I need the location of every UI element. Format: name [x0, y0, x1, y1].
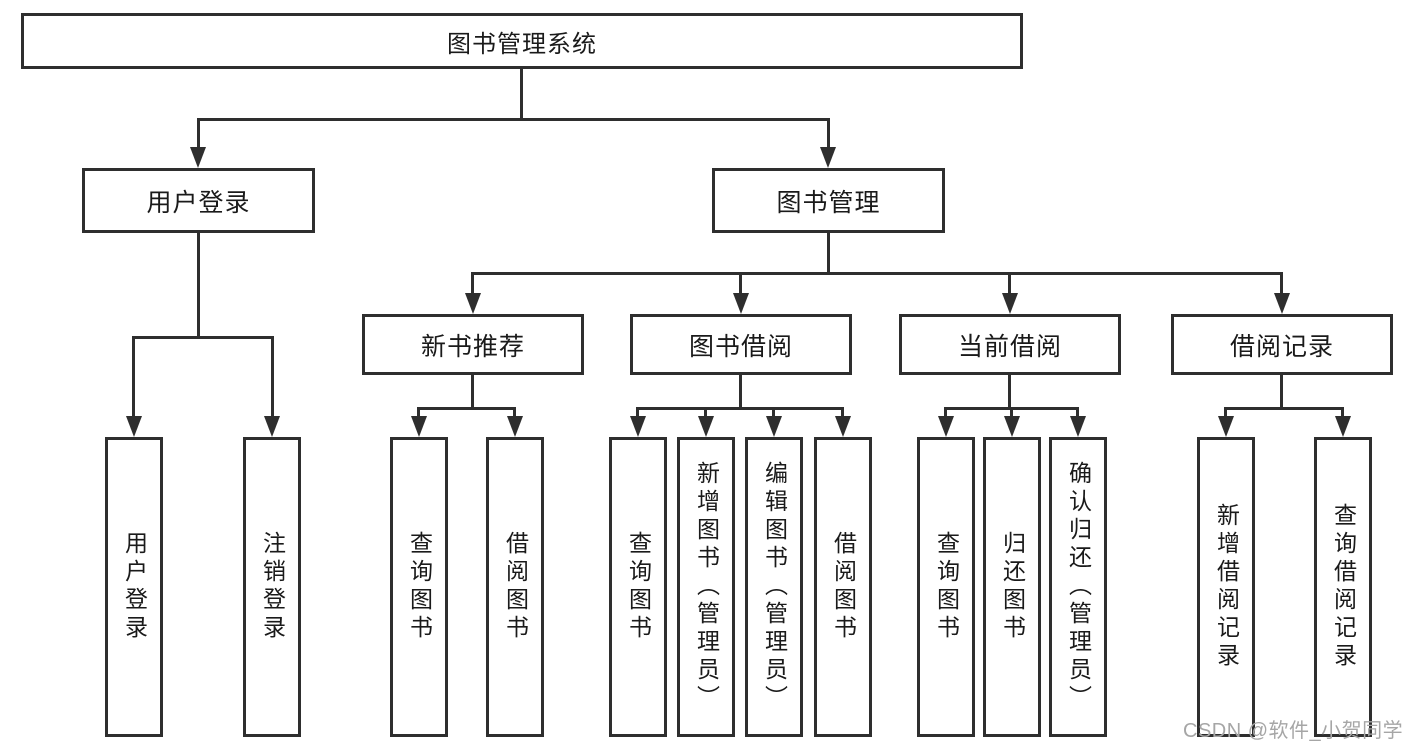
- node-book-borrow-label: 图书借阅: [688, 332, 793, 361]
- connector-line: [1280, 275, 1283, 296]
- connector-line: [944, 407, 1079, 410]
- arrowhead-icon: [264, 416, 280, 437]
- connector-line: [739, 275, 742, 296]
- leaf-borrow-add-admin: 新增图书（管理员）: [677, 437, 735, 737]
- leaf-logout: 注销登录: [243, 437, 301, 737]
- arrowhead-icon: [465, 293, 481, 314]
- leaf-borrow-edit-admin: 编辑图书（管理员）: [745, 437, 803, 737]
- connector-line: [520, 69, 523, 120]
- node-book-mgmt: 图书管理: [712, 168, 945, 233]
- node-user-login-label: 用户登录: [146, 188, 251, 217]
- node-user-login: 用户登录: [82, 168, 315, 233]
- connector-line: [417, 407, 516, 410]
- connector-line: [636, 410, 639, 419]
- connector-line: [827, 233, 830, 274]
- leaf-newbook-borrow-label: 借阅图书: [502, 531, 529, 643]
- connector-line: [1224, 407, 1344, 410]
- connector-line: [841, 410, 844, 419]
- arrowhead-icon: [938, 416, 954, 437]
- arrowhead-icon: [1070, 416, 1086, 437]
- connector-line: [197, 121, 200, 150]
- leaf-newbook-query-label: 查询图书: [406, 531, 433, 643]
- leaf-current-query: 查询图书: [917, 437, 975, 737]
- connector-line: [636, 407, 844, 410]
- node-book-borrow: 图书借阅: [630, 314, 852, 375]
- arrowhead-icon: [698, 416, 714, 437]
- leaf-logout-label: 注销登录: [259, 531, 286, 643]
- node-root: 图书管理系统: [21, 13, 1023, 69]
- leaf-user-login-label: 用户登录: [121, 531, 148, 643]
- leaf-borrow-query: 查询图书: [609, 437, 667, 737]
- leaf-current-return: 归还图书: [983, 437, 1041, 737]
- arrowhead-icon: [1218, 416, 1234, 437]
- arrowhead-icon: [1335, 416, 1351, 437]
- connector-line: [944, 410, 947, 419]
- node-book-mgmt-label: 图书管理: [776, 188, 881, 217]
- node-current-borrow-label: 当前借阅: [957, 332, 1062, 361]
- connector-line: [1076, 410, 1079, 419]
- connector-line: [471, 275, 474, 296]
- leaf-current-query-label: 查询图书: [933, 531, 960, 643]
- connector-line: [471, 272, 1283, 275]
- arrowhead-icon: [126, 416, 142, 437]
- node-new-book-rec: 新书推荐: [362, 314, 584, 375]
- leaf-current-confirm-admin-label: 确认归还（管理员）: [1065, 461, 1092, 713]
- connector-line: [197, 233, 200, 338]
- connector-line: [1010, 410, 1013, 419]
- node-borrow-records: 借阅记录: [1171, 314, 1393, 375]
- connector-line: [739, 375, 742, 409]
- connector-line: [772, 410, 775, 419]
- leaf-borrow-edit-admin-label: 编辑图书（管理员）: [761, 461, 788, 713]
- csdn-watermark: CSDN @软件_小贺同学: [1183, 720, 1404, 742]
- leaf-records-add: 新增借阅记录: [1197, 437, 1255, 737]
- leaf-records-query-label: 查询借阅记录: [1330, 503, 1357, 671]
- leaf-borrow-borrow-label: 借阅图书: [830, 531, 857, 643]
- arrowhead-icon: [1002, 293, 1018, 314]
- arrowhead-icon: [766, 416, 782, 437]
- leaf-user-login: 用户登录: [105, 437, 163, 737]
- leaf-records-add-label: 新增借阅记录: [1213, 503, 1240, 671]
- connector-line: [827, 121, 830, 150]
- connector-line: [1280, 375, 1283, 409]
- connector-line: [1008, 375, 1011, 409]
- arrowhead-icon: [1004, 416, 1020, 437]
- connector-line: [197, 118, 830, 121]
- node-root-label: 图书管理系统: [447, 30, 597, 58]
- node-current-borrow: 当前借阅: [899, 314, 1121, 375]
- connector-line: [471, 375, 474, 409]
- leaf-current-return-label: 归还图书: [999, 531, 1026, 643]
- connector-line: [1224, 410, 1227, 419]
- arrowhead-icon: [1274, 293, 1290, 314]
- arrowhead-icon: [820, 147, 836, 168]
- connector-line: [132, 339, 135, 419]
- connector-line: [417, 410, 420, 419]
- arrowhead-icon: [411, 416, 427, 437]
- leaf-current-confirm-admin: 确认归还（管理员）: [1049, 437, 1107, 737]
- leaf-newbook-borrow: 借阅图书: [486, 437, 544, 737]
- leaf-records-query: 查询借阅记录: [1314, 437, 1372, 737]
- connector-line: [1008, 275, 1011, 296]
- arrowhead-icon: [733, 293, 749, 314]
- connector-line: [704, 410, 707, 419]
- leaf-borrow-add-admin-label: 新增图书（管理员）: [693, 461, 720, 713]
- node-borrow-records-label: 借阅记录: [1229, 332, 1334, 361]
- arrowhead-icon: [190, 147, 206, 168]
- arrowhead-icon: [835, 416, 851, 437]
- arrowhead-icon: [507, 416, 523, 437]
- leaf-newbook-query: 查询图书: [390, 437, 448, 737]
- leaf-borrow-query-label: 查询图书: [625, 531, 652, 643]
- leaf-borrow-borrow: 借阅图书: [814, 437, 872, 737]
- arrowhead-icon: [630, 416, 646, 437]
- node-new-book-rec-label: 新书推荐: [420, 332, 525, 361]
- connector-line: [1341, 410, 1344, 419]
- connector-line: [513, 410, 516, 419]
- connector-line: [132, 336, 274, 339]
- connector-line: [271, 339, 274, 419]
